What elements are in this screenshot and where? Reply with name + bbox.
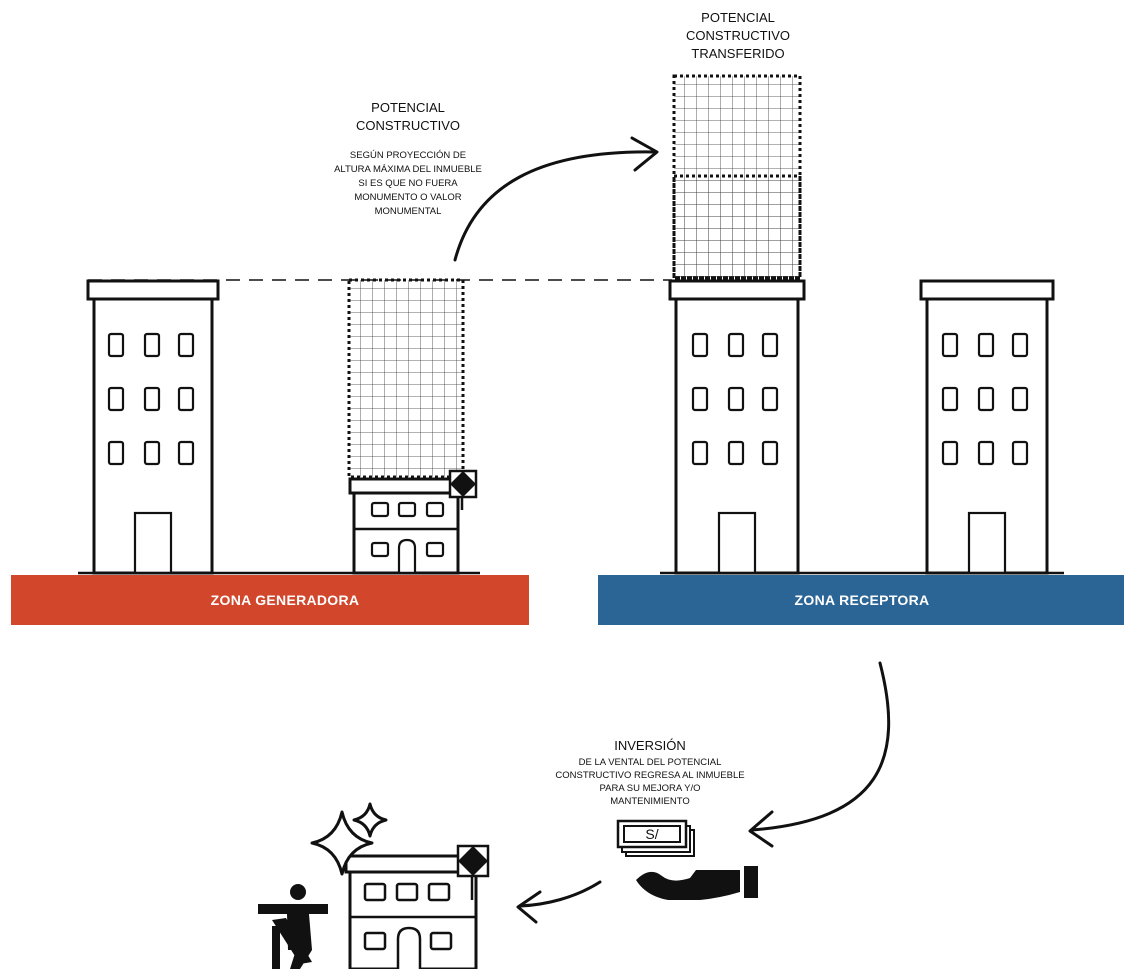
potential-desc-line-3: SI ES QUE NO FUERA [358, 178, 458, 189]
zona-receptora-label: ZONA RECEPTORA [795, 592, 930, 608]
inversion-desc-line-2: CONSTRUCTIVO REGRESA AL INMUEBLE [555, 770, 744, 781]
zona-receptora: ZONA RECEPTORA [598, 575, 1124, 625]
monument-flag-icon [448, 469, 478, 510]
inversion-label: INVERSIÓN DE LA VENTAL DEL POTENCIAL CON… [555, 738, 744, 807]
transferred-line-2: CONSTRUCTIVO [686, 28, 790, 43]
transferred-volume [672, 74, 802, 280]
potential-desc-line-5: MONUMENTAL [375, 206, 442, 217]
potential-title-line-1: POTENCIAL [371, 100, 445, 115]
sparkle-icon [310, 802, 388, 876]
transferred-label: POTENCIAL CONSTRUCTIVO TRANSFERIDO [686, 10, 790, 61]
monument-icon [348, 469, 478, 575]
inversion-desc-line-3: PARA SU MEJORA Y/O [599, 783, 700, 794]
building-icon [919, 279, 1055, 575]
money-bill-icon: S/ [616, 819, 695, 857]
inversion-desc-line-1: DE LA VENTAL DEL POTENCIAL [579, 757, 722, 768]
money-symbol: S/ [645, 826, 658, 842]
potential-title-line-2: CONSTRUCTIVO [356, 118, 460, 133]
restore-arrow-icon [516, 880, 602, 924]
zona-generadora: ZONA GENERADORA [11, 575, 529, 625]
monument-flag-icon [456, 844, 490, 900]
inversion-desc-line-4: MANTENIMIENTO [610, 796, 690, 807]
potential-label: POTENCIAL CONSTRUCTIVO SEGÚN PROYECCIÓN … [334, 100, 482, 217]
monument-icon [344, 844, 490, 969]
return-arrow-icon [748, 661, 891, 848]
inversion-title: INVERSIÓN [614, 738, 686, 753]
transfer-arrow-icon [453, 136, 659, 262]
hand-icon [636, 866, 758, 900]
zona-generadora-label: ZONA GENERADORA [211, 592, 360, 608]
building-icon [86, 279, 220, 575]
transferred-line-1: POTENCIAL [701, 10, 775, 25]
potential-desc-line-4: MONUMENTO O VALOR [354, 192, 461, 203]
potential-desc-line-1: SEGÚN PROYECCIÓN DE [350, 150, 466, 161]
transferred-line-3: TRANSFERIDO [691, 46, 784, 61]
worker-icon [258, 884, 328, 969]
potential-volume [347, 278, 465, 479]
potential-desc-line-2: ALTURA MÁXIMA DEL INMUEBLE [334, 164, 482, 175]
